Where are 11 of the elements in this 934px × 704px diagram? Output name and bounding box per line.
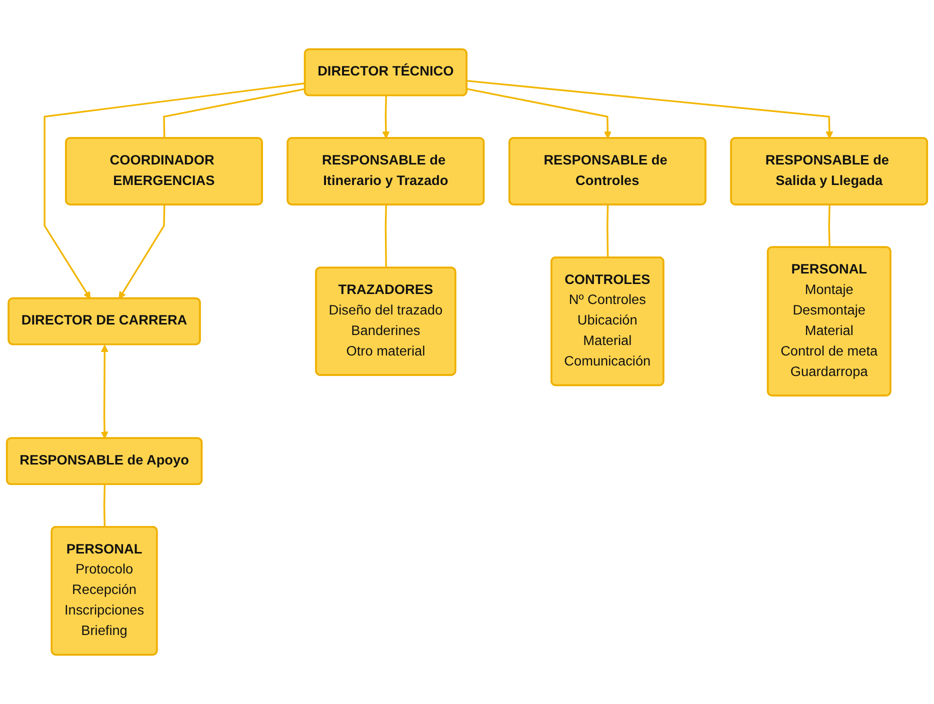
arrow <box>466 88 612 139</box>
connector <box>103 484 106 528</box>
connector <box>606 204 609 258</box>
arrow <box>382 96 390 139</box>
connector <box>828 204 830 248</box>
arrow <box>100 344 108 439</box>
connector <box>163 88 306 138</box>
arrow <box>118 204 166 300</box>
arrow <box>466 80 834 139</box>
arrow <box>44 82 306 300</box>
connector <box>384 204 387 268</box>
